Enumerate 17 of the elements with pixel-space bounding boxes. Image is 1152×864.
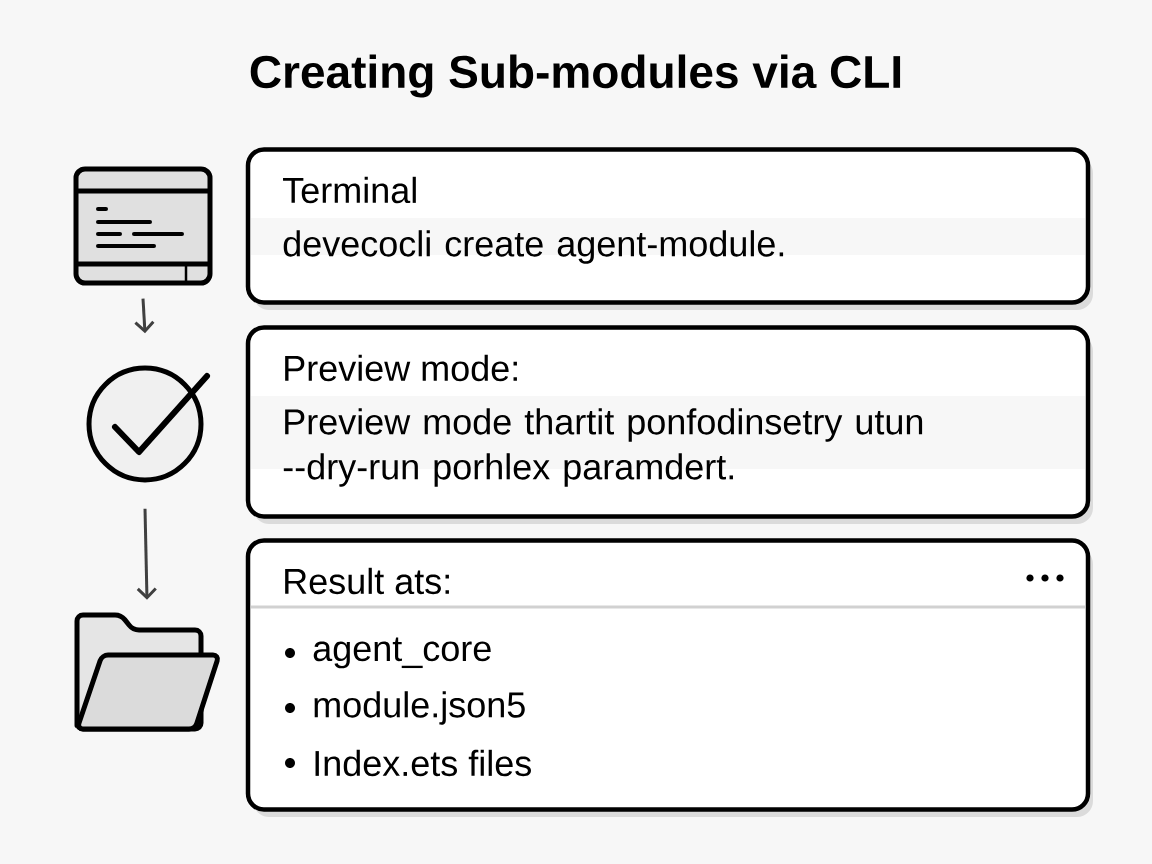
panel-text: Preview mode thartit ponfodinsetry utun --dry-run porhlex paramdert. <box>283 408 923 487</box>
list-item: module.json5 <box>314 691 525 725</box>
terminal-icon <box>73 166 213 286</box>
arrow <box>136 508 157 600</box>
panel-heading: Terminal <box>283 176 416 204</box>
panel-heading: Preview mode: <box>285 354 517 382</box>
arrow <box>134 298 155 334</box>
list-item: agent_core <box>313 637 491 669</box>
panel-text: devecocli create agent-module. <box>283 230 784 264</box>
panel-heading: Result ats: <box>285 567 449 595</box>
panel <box>245 538 1093 817</box>
panel <box>245 325 1093 524</box>
title: Creating Sub-modules via CLI <box>250 54 901 98</box>
check-circle-icon <box>86 365 210 483</box>
panel <box>245 147 1093 310</box>
list-item: Index.ets files <box>315 749 531 777</box>
folder-icon <box>74 612 220 732</box>
